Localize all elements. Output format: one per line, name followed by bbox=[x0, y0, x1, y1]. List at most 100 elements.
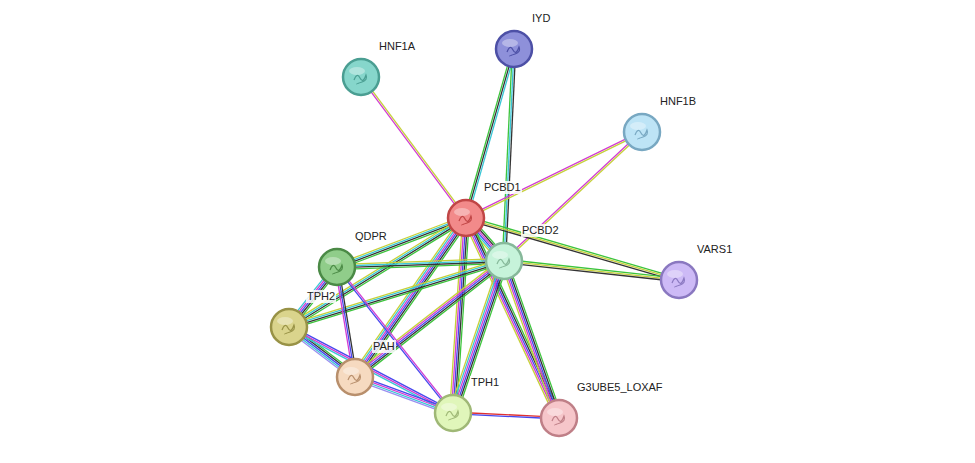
evidence-strand bbox=[518, 145, 630, 249]
structure-glyph bbox=[507, 47, 520, 56]
evidence-strand bbox=[507, 67, 515, 243]
node-highlight bbox=[349, 67, 365, 75]
evidence-strand bbox=[342, 284, 354, 358]
node-disc bbox=[541, 400, 577, 436]
node-label: PAH bbox=[372, 340, 396, 353]
structure-glyph bbox=[459, 216, 472, 225]
structure-glyph bbox=[348, 375, 361, 384]
interaction-edge bbox=[507, 277, 557, 402]
evidence-strand bbox=[522, 263, 661, 278]
evidence-strand bbox=[355, 259, 486, 264]
interaction-edge bbox=[371, 91, 456, 204]
protein-node: PCBD1 bbox=[447, 199, 485, 237]
evidence-strand bbox=[305, 335, 342, 363]
node-circle bbox=[447, 199, 485, 237]
evidence-strand bbox=[304, 227, 450, 317]
evidence-strand bbox=[483, 141, 627, 211]
evidence-strand bbox=[304, 337, 341, 365]
node-circle bbox=[434, 394, 472, 432]
interaction-edge bbox=[517, 144, 630, 250]
interaction-edge bbox=[503, 67, 515, 243]
protein-node: TPH1 bbox=[434, 394, 472, 432]
interaction-edge bbox=[371, 381, 437, 409]
evidence-strand bbox=[372, 384, 436, 408]
evidence-strand bbox=[461, 279, 501, 397]
node-highlight bbox=[492, 251, 508, 259]
interaction-edge bbox=[355, 259, 486, 269]
evidence-strand bbox=[306, 334, 438, 403]
node-label: TPH1 bbox=[470, 376, 500, 389]
protein-node: IYD bbox=[495, 30, 533, 68]
evidence-strand bbox=[510, 278, 553, 401]
structure-glyph bbox=[497, 259, 510, 268]
structure-glyph bbox=[354, 75, 367, 84]
structure-glyph bbox=[552, 416, 565, 425]
node-circle bbox=[660, 261, 698, 299]
protein-node: PCBD2 bbox=[485, 242, 523, 280]
evidence-strand bbox=[522, 261, 661, 276]
evidence-strand bbox=[508, 279, 551, 402]
interaction-edge bbox=[471, 233, 555, 403]
node-highlight bbox=[343, 367, 359, 375]
node-label: IYD bbox=[531, 12, 551, 25]
node-label: G3UBE5_LOXAF bbox=[576, 381, 664, 394]
evidence-strand bbox=[305, 335, 437, 404]
node-highlight bbox=[630, 122, 646, 130]
evidence-strand bbox=[373, 381, 437, 405]
interaction-edge bbox=[304, 334, 438, 406]
interaction-edge bbox=[455, 277, 503, 398]
evidence-strand bbox=[517, 144, 629, 248]
node-circle bbox=[270, 308, 308, 346]
protein-node: QDPR bbox=[318, 248, 356, 286]
evidence-strand bbox=[513, 277, 556, 400]
evidence-strand bbox=[471, 415, 541, 418]
interaction-edge bbox=[471, 413, 541, 418]
node-highlight bbox=[502, 39, 518, 47]
node-circle bbox=[318, 248, 356, 286]
evidence-strand bbox=[463, 279, 503, 397]
node-circle bbox=[495, 30, 533, 68]
evidence-strand bbox=[372, 382, 436, 406]
evidence-strand bbox=[369, 235, 459, 364]
node-label: QDPR bbox=[354, 230, 388, 243]
node-disc bbox=[271, 309, 307, 345]
evidence-strand bbox=[363, 231, 453, 360]
structure-glyph bbox=[635, 130, 648, 139]
evidence-strand bbox=[372, 91, 455, 203]
structure-glyph bbox=[672, 278, 685, 287]
node-circle bbox=[485, 242, 523, 280]
interaction-edge bbox=[482, 139, 626, 211]
node-label: PCBD1 bbox=[483, 181, 522, 194]
node-disc bbox=[486, 243, 522, 279]
protein-node: HNF1B bbox=[623, 113, 661, 151]
structure-glyph bbox=[446, 411, 459, 420]
node-highlight bbox=[454, 208, 470, 216]
node-disc bbox=[319, 249, 355, 285]
node-disc bbox=[661, 262, 697, 298]
node-circle bbox=[336, 358, 374, 396]
node-highlight bbox=[325, 257, 341, 265]
node-disc bbox=[624, 114, 660, 150]
protein-node: PAH bbox=[336, 358, 374, 396]
evidence-strand bbox=[371, 92, 454, 204]
structure-glyph bbox=[330, 265, 343, 274]
evidence-strand bbox=[369, 272, 490, 366]
protein-node: VARS1 bbox=[660, 261, 698, 299]
node-label: PCBD2 bbox=[521, 224, 560, 237]
node-disc bbox=[435, 395, 471, 431]
node-label: VARS1 bbox=[696, 243, 733, 256]
node-highlight bbox=[277, 317, 293, 325]
node-label: HNF1A bbox=[378, 40, 416, 53]
protein-node: TPH2 bbox=[270, 308, 308, 346]
evidence-strand bbox=[505, 67, 513, 243]
interaction-edge bbox=[338, 284, 354, 359]
evidence-strand bbox=[482, 139, 626, 209]
protein-node: G3UBE5_LOXAF bbox=[540, 399, 578, 437]
node-highlight bbox=[441, 403, 457, 411]
node-circle bbox=[623, 113, 661, 151]
evidence-strand bbox=[338, 285, 350, 359]
protein-node: HNF1A bbox=[342, 58, 380, 96]
evidence-strand bbox=[340, 285, 352, 359]
